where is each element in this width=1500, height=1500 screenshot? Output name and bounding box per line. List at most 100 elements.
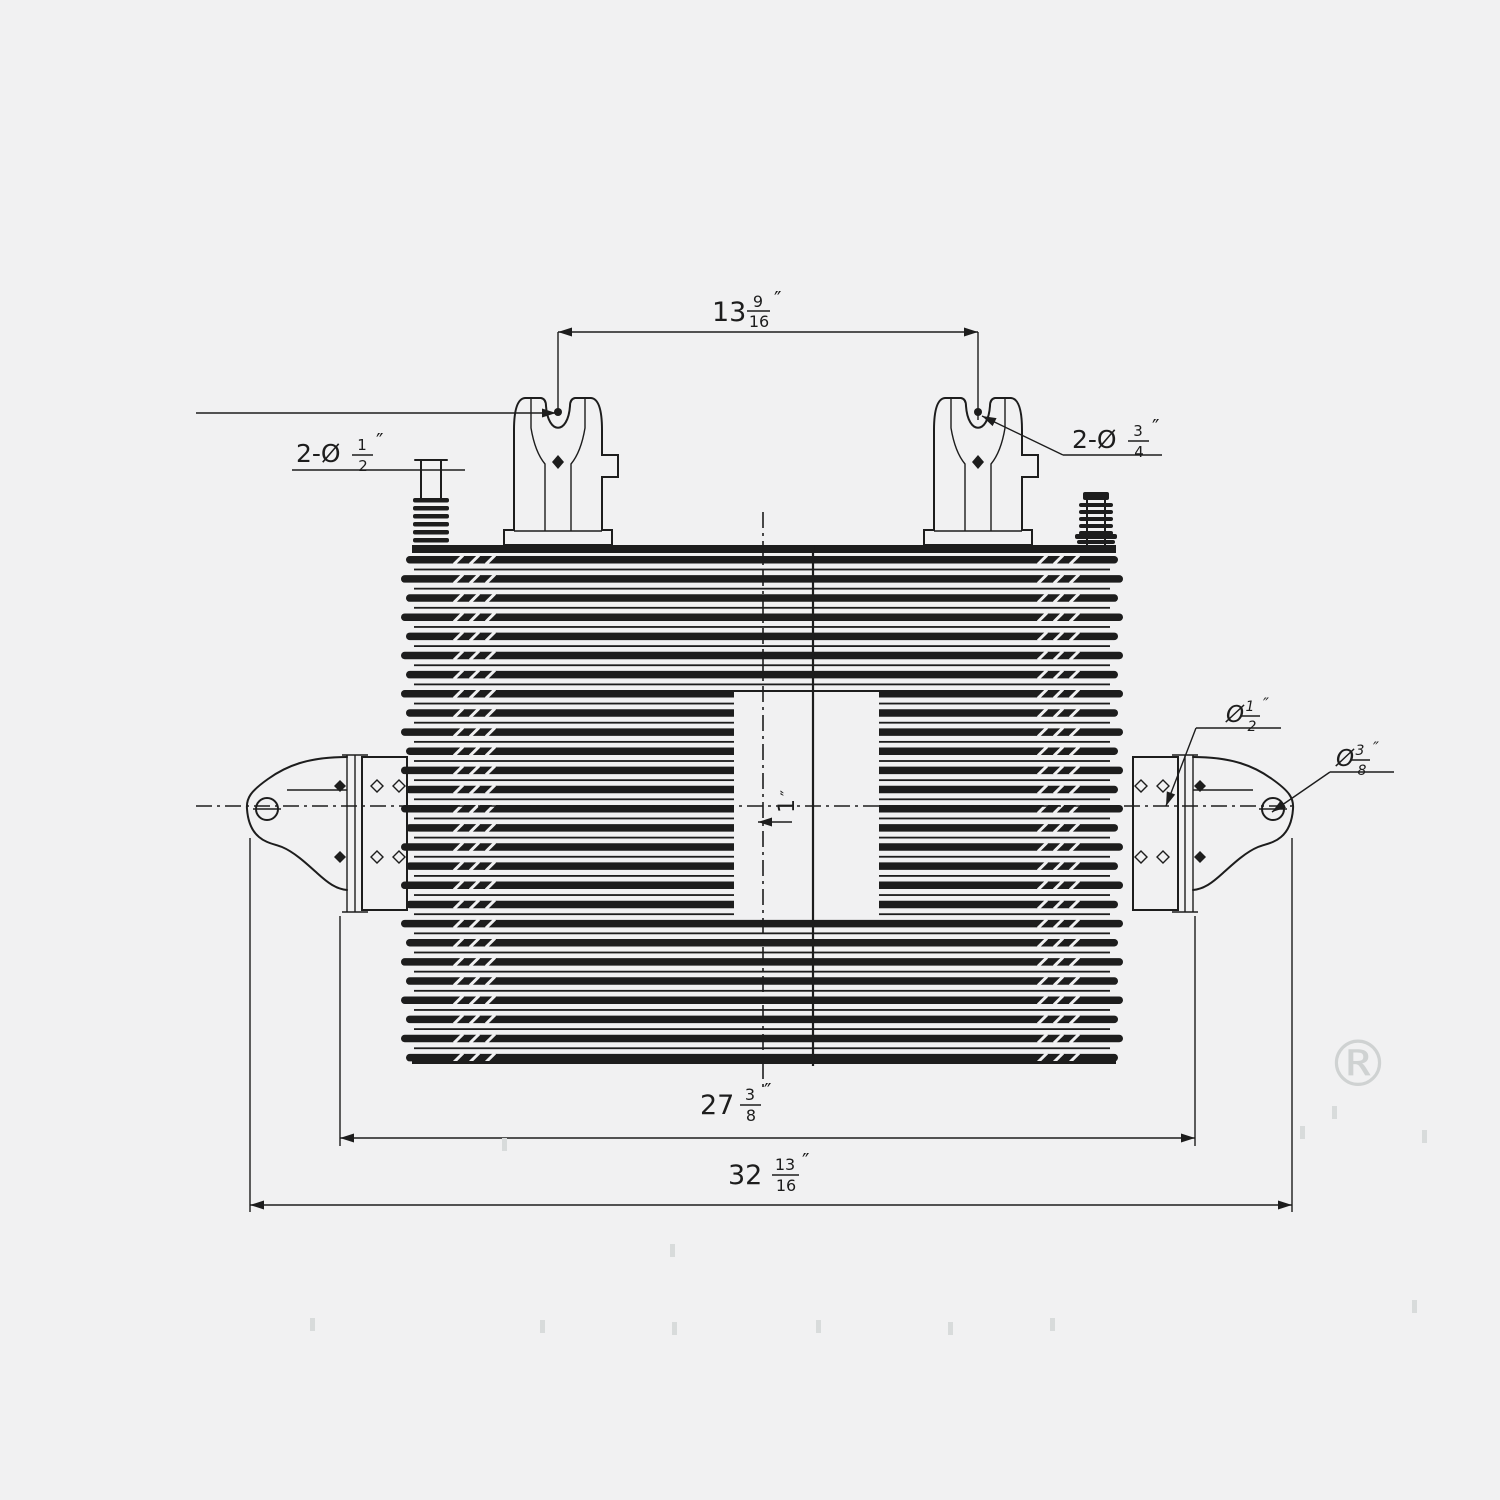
fin-texture-slash bbox=[1068, 726, 1081, 738]
dim-overall-num: 13 bbox=[775, 1155, 795, 1174]
core-fin-line bbox=[414, 606, 1110, 609]
fin-texture-slash bbox=[1052, 994, 1065, 1006]
fin-texture-slash bbox=[1036, 688, 1049, 700]
right-label-leader bbox=[981, 415, 1162, 456]
core-bottom-edge bbox=[412, 1061, 1116, 1064]
fin-texture-slash bbox=[1052, 649, 1065, 662]
holes-top-right-label: 2-Ø 3 4 ″ bbox=[1072, 415, 1159, 461]
fin-texture-slash bbox=[1068, 937, 1081, 949]
watermark-tick bbox=[948, 1322, 953, 1335]
fin-texture-slash bbox=[1068, 707, 1081, 719]
core-tube-row bbox=[401, 575, 1123, 583]
stud-thread bbox=[413, 498, 449, 503]
fin-texture-slash bbox=[1052, 630, 1065, 642]
fin-texture-slash bbox=[1068, 1032, 1081, 1045]
clevis-outline bbox=[503, 397, 619, 546]
fin-texture-slash bbox=[1052, 669, 1065, 681]
holes-top-right-num: 3 bbox=[1133, 422, 1143, 440]
fin-texture-slash bbox=[1052, 975, 1065, 987]
watermark-tick bbox=[540, 1320, 545, 1333]
fin-texture-slash bbox=[468, 649, 481, 662]
core-fin-line bbox=[414, 970, 1110, 973]
core-tube-row bbox=[401, 996, 1123, 1004]
fin-texture-slash bbox=[1036, 994, 1049, 1006]
core-tube-row bbox=[401, 1034, 1123, 1043]
stud-left-den: 2 bbox=[358, 457, 368, 475]
fin-texture-slash bbox=[468, 1052, 481, 1064]
left-threaded-stud bbox=[413, 459, 449, 543]
fin-texture-slash bbox=[1052, 841, 1065, 853]
stud-thread bbox=[1079, 524, 1113, 528]
arrowhead bbox=[1181, 1133, 1195, 1143]
fin-texture-slash bbox=[452, 745, 465, 757]
fin-texture-slash bbox=[468, 937, 481, 949]
dim-center-unit: ″ bbox=[777, 790, 796, 796]
fin-texture-slash bbox=[468, 898, 481, 910]
fin-texture-slash bbox=[1036, 611, 1049, 623]
fin-texture-slash bbox=[1068, 554, 1081, 566]
core-tube-row bbox=[401, 919, 1123, 928]
core-fin-line bbox=[414, 568, 1110, 571]
fin-texture-slash bbox=[468, 611, 481, 623]
arrowhead bbox=[758, 817, 772, 827]
fin-texture-slash bbox=[484, 956, 497, 968]
stud-thread bbox=[1079, 503, 1113, 507]
fin-texture-slash bbox=[484, 745, 497, 757]
fin-texture-slash bbox=[1036, 898, 1049, 910]
fin-texture-slash bbox=[484, 726, 497, 738]
stud-thread bbox=[413, 514, 449, 519]
side-hole-tiny-label: Ø 3 8 ″ bbox=[1335, 738, 1379, 779]
dim-overall-unit: ″ bbox=[802, 1149, 809, 1173]
dimension-lines bbox=[196, 327, 1394, 1212]
fin-texture-slash bbox=[452, 975, 465, 987]
fin-texture-slash bbox=[1052, 726, 1065, 738]
core-fin-line bbox=[414, 951, 1110, 954]
core-fin-line bbox=[414, 989, 1110, 992]
clevis-outline bbox=[923, 397, 1039, 546]
fin-texture-slash bbox=[1036, 573, 1049, 585]
watermark-tick bbox=[1050, 1318, 1055, 1331]
fin-texture-slash bbox=[484, 611, 497, 623]
fin-texture-slash bbox=[1052, 592, 1065, 604]
fin-texture-slash bbox=[484, 1052, 497, 1064]
fin-texture-slash bbox=[468, 1032, 481, 1045]
right-threaded-stud bbox=[1075, 492, 1117, 546]
fin-texture-slash bbox=[1036, 975, 1049, 987]
core-tube-row bbox=[406, 977, 1118, 985]
clevis-center-mark bbox=[972, 455, 984, 469]
fin-texture-slash bbox=[1052, 1052, 1065, 1064]
fin-texture-slash bbox=[468, 879, 481, 891]
fin-texture-slash bbox=[1068, 630, 1081, 642]
fin-texture-slash bbox=[468, 688, 481, 700]
core-tube-row bbox=[406, 1053, 1118, 1062]
fin-texture-slash bbox=[1068, 841, 1081, 853]
fin-texture-slash bbox=[452, 898, 465, 910]
core-tube-row bbox=[406, 632, 1118, 641]
fin-texture-slash bbox=[1068, 764, 1081, 776]
stud-washer bbox=[1075, 534, 1117, 539]
fin-texture-slash bbox=[452, 649, 465, 662]
fin-texture-slash bbox=[452, 707, 465, 719]
core-tube-row bbox=[401, 613, 1123, 621]
core-tube-row bbox=[406, 939, 1118, 947]
arrowhead bbox=[1166, 791, 1176, 806]
fin-texture-slash bbox=[1068, 1052, 1081, 1064]
side-hole-small-den: 2 bbox=[1248, 719, 1257, 735]
fin-texture-slash bbox=[1036, 554, 1049, 566]
watermark-tick bbox=[1300, 1126, 1305, 1139]
dimension-arrowheads bbox=[250, 327, 1292, 1210]
fin-texture-slash bbox=[1068, 918, 1081, 930]
fin-texture-slash bbox=[1036, 860, 1049, 872]
fin-texture-slash bbox=[1052, 784, 1065, 796]
fin-texture-slash bbox=[1052, 1013, 1065, 1025]
core-tube-row bbox=[406, 670, 1118, 679]
fin-texture-slash bbox=[452, 630, 465, 642]
fin-texture-slash bbox=[452, 860, 465, 872]
fin-texture-slash bbox=[1052, 707, 1065, 719]
stud-thread bbox=[1079, 517, 1113, 521]
side-hole-tiny-den: 8 bbox=[1358, 763, 1367, 779]
dim-center-whole: 1 bbox=[775, 799, 800, 813]
stud-left-prefix: 2-Ø bbox=[296, 439, 341, 468]
watermark-tick bbox=[310, 1318, 315, 1331]
stud-left-num: 1 bbox=[357, 436, 367, 454]
